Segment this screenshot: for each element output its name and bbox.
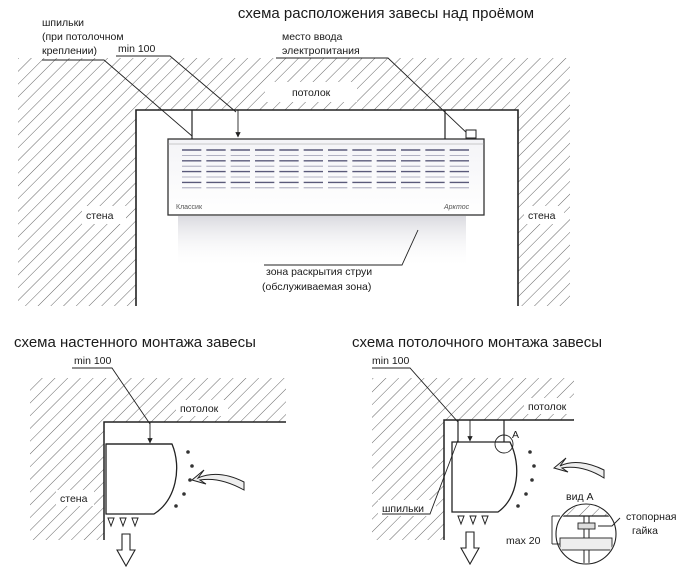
top-wall-hatch [18,58,570,306]
wall-label-wall: стена [60,493,88,505]
title-wall: схема настенного монтажа завесы [14,334,256,351]
leader-studs [42,59,193,137]
ceiling-label-studs: шпильки [382,503,424,515]
ceiling-label-ceiling: потолок [528,401,567,413]
ceiling-unit-profile [451,441,518,513]
label-power-2: электропитания [282,45,360,57]
top-wall-left-label-bg [82,206,126,224]
ceiling-intake-arrow [552,457,605,479]
ceiling-leader-min [372,367,459,423]
label-zone-1: зона раскрытия струи [266,266,372,278]
label-zone-2: (обслуживаемая зона) [262,281,371,293]
label-wall-left: стена [86,210,114,222]
ceiling-mount-diagram: min 100 потолок шпильки А вид А max 20 с… [372,355,676,566]
label-wall-right: стена [528,210,556,222]
top-opening-outline [135,109,519,306]
label-ceiling-top: потолок [292,87,331,99]
leader-power [276,57,471,137]
ceiling-label-min: min 100 [372,355,410,367]
wall-label-min: min 100 [74,355,112,367]
wall-mount-outline [103,421,286,540]
wall-intake-arrow [190,469,245,491]
unit-grilles [182,149,469,189]
label-studs-3: креплении) [42,45,97,57]
title-top: схема расположения завесы над проёмом [238,5,534,22]
callout-circle-a [494,434,514,454]
label-power-1: место ввода [282,31,343,43]
unit-brand: Арктос [443,204,470,211]
callout-label-a: А [512,429,519,441]
wall-mount-diagram: min 100 потолок стена [30,355,286,568]
wall-intake-marks [174,450,194,508]
view-a-label: вид А [566,491,594,503]
top-ceiling-label-bg [265,82,357,102]
ceiling-mount-outline [443,419,574,540]
nut-label-2: гайка [632,525,658,537]
wall-leader-min [72,367,151,425]
ceiling-outlet-arrows [457,515,489,526]
ceiling-leader-studs [382,439,459,515]
air-jet-zone [178,216,466,268]
wall-outlet-arrows [107,517,139,528]
nut-leader [598,517,621,527]
label-min-top: min 100 [118,43,156,55]
leader-min [116,55,237,113]
top-diagram: Классик Арктос шпильки (при потолочном к… [18,17,570,306]
view-a-detail [555,503,617,565]
ceiling-intake-marks [516,450,536,508]
wall-unit-profile [105,443,178,515]
top-wall-right-label-bg [524,206,564,224]
label-studs-1: шпильки [42,17,84,29]
wall-label-ceiling: потолок [180,403,219,415]
wall-downflow-arrow [116,533,136,568]
label-studs-2: (при потолочном [42,31,124,43]
ceiling-mount-hatch [372,378,574,540]
leader-zone [264,229,419,266]
nut-label-1: стопорная [626,511,676,523]
ceiling-downflow-arrow [460,531,480,566]
max-label: max 20 [506,535,541,547]
unit-model: Классик [176,204,203,211]
power-inlet-icon [465,129,477,139]
title-ceiling: схема потолочного монтажа завесы [352,334,602,351]
